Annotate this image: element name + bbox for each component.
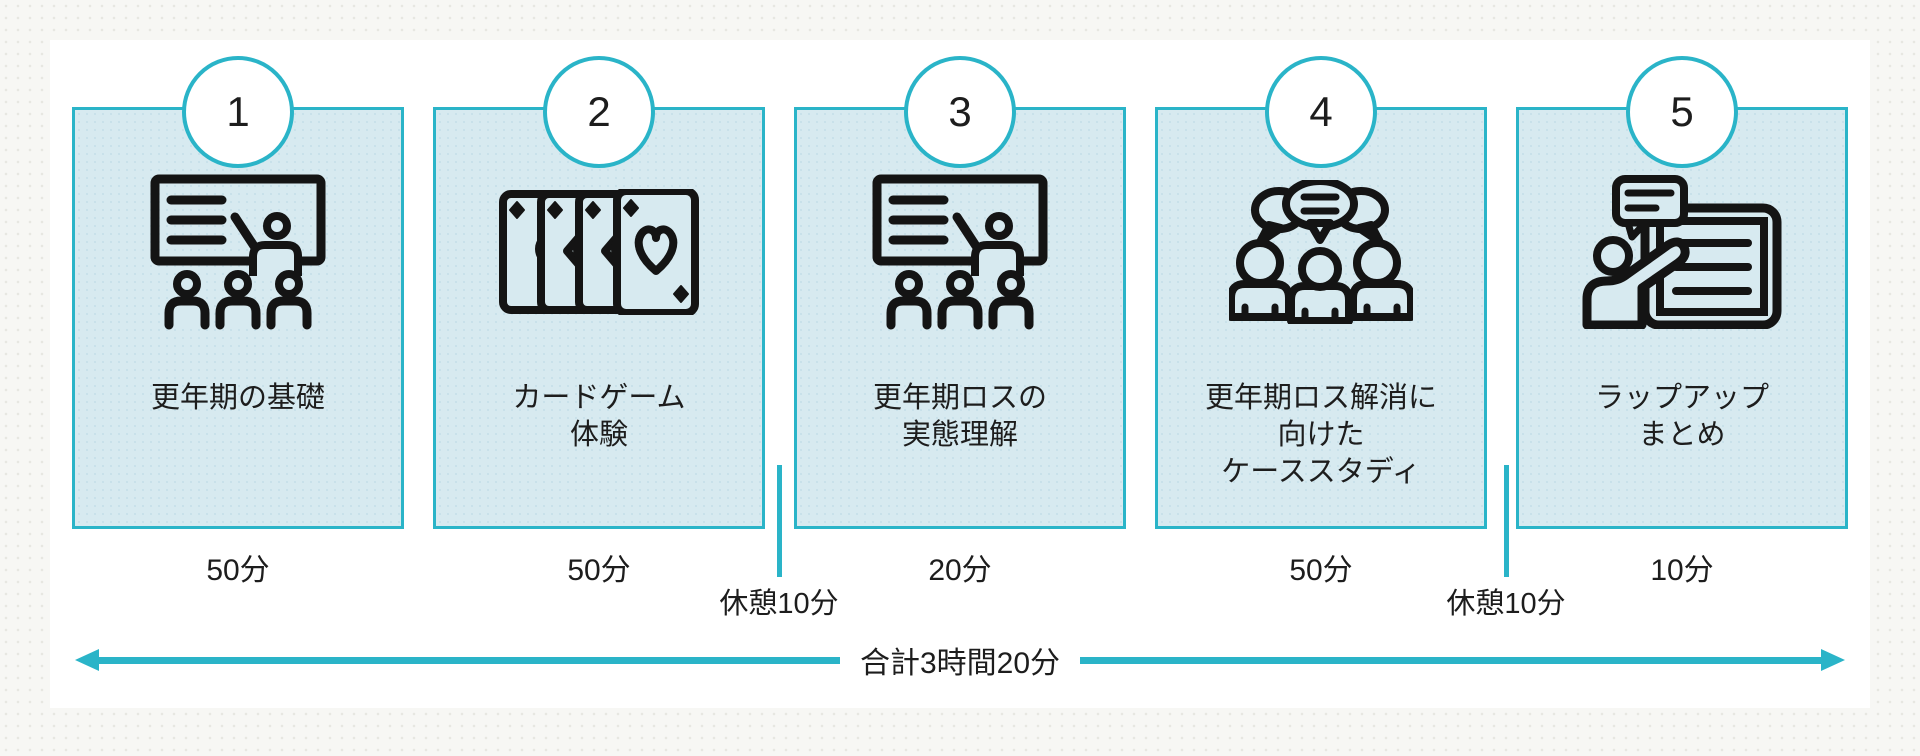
step-4-icon-wrap — [1158, 168, 1484, 336]
step-2-icon-wrap — [436, 168, 762, 336]
step-5-card: 5 — [1516, 56, 1848, 529]
break-1-label: 休憩10分 — [719, 588, 839, 620]
step-1-card: 1 — [72, 56, 404, 529]
step-2-card: 2 — [433, 56, 765, 529]
arrowhead-right-icon — [1821, 649, 1845, 671]
step-2-duration: 50分 — [567, 554, 631, 587]
step-5-number-badge: 5 — [1626, 56, 1738, 168]
step-3: 3 — [794, 56, 1126, 589]
step-number: 3 — [948, 88, 972, 135]
step-3-icon-wrap — [797, 168, 1123, 336]
arrow-line-right — [1080, 656, 1821, 664]
step-1-duration: 50分 — [206, 554, 270, 587]
step-2: 2 — [433, 56, 765, 589]
step-5-title: ラップアップ まとめ — [1594, 382, 1769, 451]
diagram-panel: 1 — [50, 40, 1870, 708]
step-5-duration: 10分 — [1650, 554, 1714, 587]
step-4-title: 更年期ロス解消に 向けた ケーススタディ — [1204, 382, 1437, 488]
group-discussion-icon — [1229, 180, 1413, 324]
step-number: 5 — [1670, 88, 1694, 135]
step-number: 1 — [226, 88, 250, 135]
break-2-label: 休憩10分 — [1446, 588, 1566, 620]
steps-row: 1 — [72, 56, 1848, 589]
presentation-icon — [872, 174, 1048, 330]
total-duration-arrow: 合計3時間20分 — [75, 642, 1845, 680]
break-1-connector-line — [777, 465, 782, 577]
step-2-title: カードゲーム 体験 — [512, 382, 686, 451]
step-3-title: 更年期ロスの 実態理解 — [872, 382, 1047, 451]
step-number: 4 — [1309, 88, 1333, 135]
wrapup-presentation-icon — [1582, 175, 1782, 329]
step-5: 5 — [1516, 56, 1848, 589]
arrowhead-left-icon — [75, 649, 99, 671]
presentation-icon — [150, 174, 326, 330]
step-3-duration: 20分 — [928, 554, 992, 587]
step-3-card: 3 — [794, 56, 1126, 529]
step-2-number-badge: 2 — [543, 56, 655, 168]
arrow-line-left — [99, 656, 840, 664]
step-number: 2 — [587, 88, 611, 135]
step-4-duration: 50分 — [1289, 554, 1353, 587]
step-1-title: 更年期の基礎 — [150, 382, 325, 414]
break-2-connector-line — [1504, 465, 1509, 577]
total-duration-label: 合計3時間20分 — [859, 647, 1061, 680]
step-1: 1 — [72, 56, 404, 589]
step-4-card: 4 — [1155, 56, 1487, 529]
playing-cards-icon — [499, 189, 699, 315]
step-4: 4 — [1155, 56, 1487, 589]
step-1-number-badge: 1 — [182, 56, 294, 168]
step-4-number-badge: 4 — [1265, 56, 1377, 168]
step-5-icon-wrap — [1519, 168, 1845, 336]
step-1-icon-wrap — [75, 168, 401, 336]
step-3-number-badge: 3 — [904, 56, 1016, 168]
